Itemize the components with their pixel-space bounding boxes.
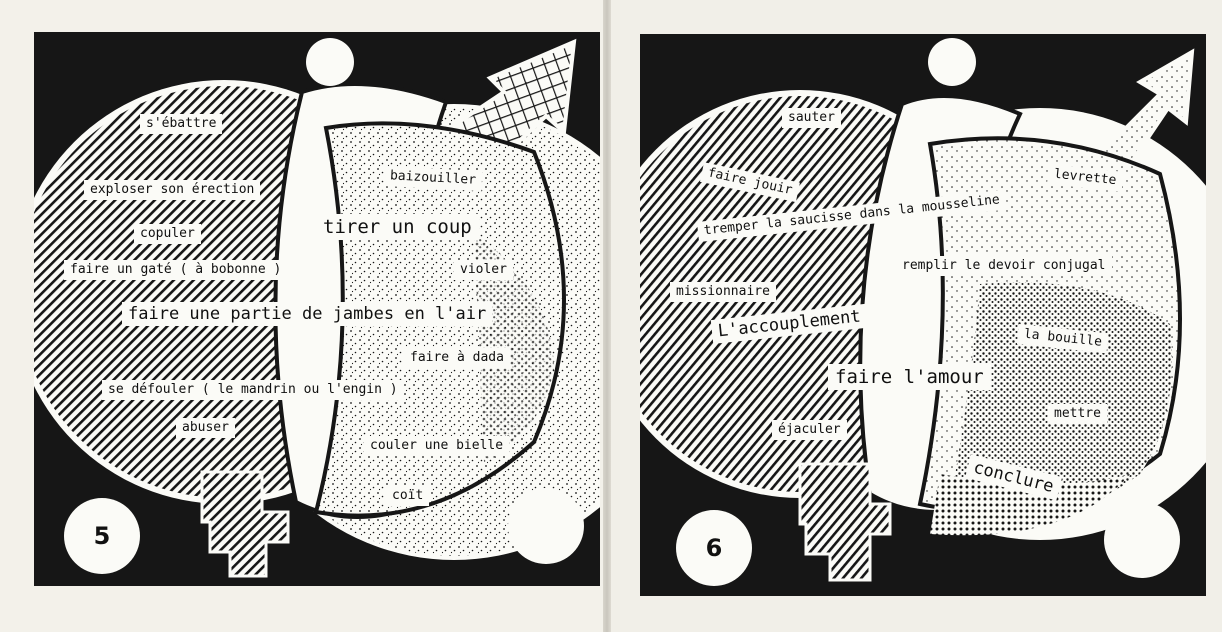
label-abuser: abuser	[176, 418, 235, 438]
book-gutter	[603, 0, 611, 632]
page-number-6: 6	[676, 510, 752, 586]
label-faire-a-dada: faire à dada	[404, 348, 510, 368]
label-sebattre: s'ébattre	[140, 114, 223, 134]
label-tirer-un-coup: tirer un coup	[316, 214, 479, 240]
illustration-panel-5: 5 s'ébattre exploser son érection copule…	[34, 32, 600, 586]
illustration-panel-6: 6 sauter faire jouir levrette tremper la…	[640, 34, 1206, 596]
label-copuler: copuler	[134, 224, 201, 244]
label-faire-lamour: faire l'amour	[828, 364, 991, 390]
label-coit: coït	[386, 486, 430, 506]
label-missionnaire: missionnaire	[670, 282, 776, 302]
label-remplir-le-devoir-conjugal: remplir le devoir conjugal	[896, 256, 1112, 276]
label-exploser-son-erection: exploser son érection	[84, 180, 261, 200]
label-partie-de-jambes-en-lair: faire une partie de jambes en l'air	[122, 302, 493, 326]
label-faire-un-gate: faire un gaté ( à bobonne )	[64, 260, 288, 280]
label-sauter: sauter	[782, 108, 841, 128]
label-violer: violer	[454, 260, 513, 280]
label-couler-une-bielle: couler une bielle	[364, 436, 510, 456]
page-number-5: 5	[64, 498, 140, 574]
label-se-defouler: se défouler ( le mandrin ou l'engin )	[102, 380, 404, 400]
label-mettre: mettre	[1048, 404, 1107, 424]
label-ejaculer: éjaculer	[772, 420, 847, 440]
